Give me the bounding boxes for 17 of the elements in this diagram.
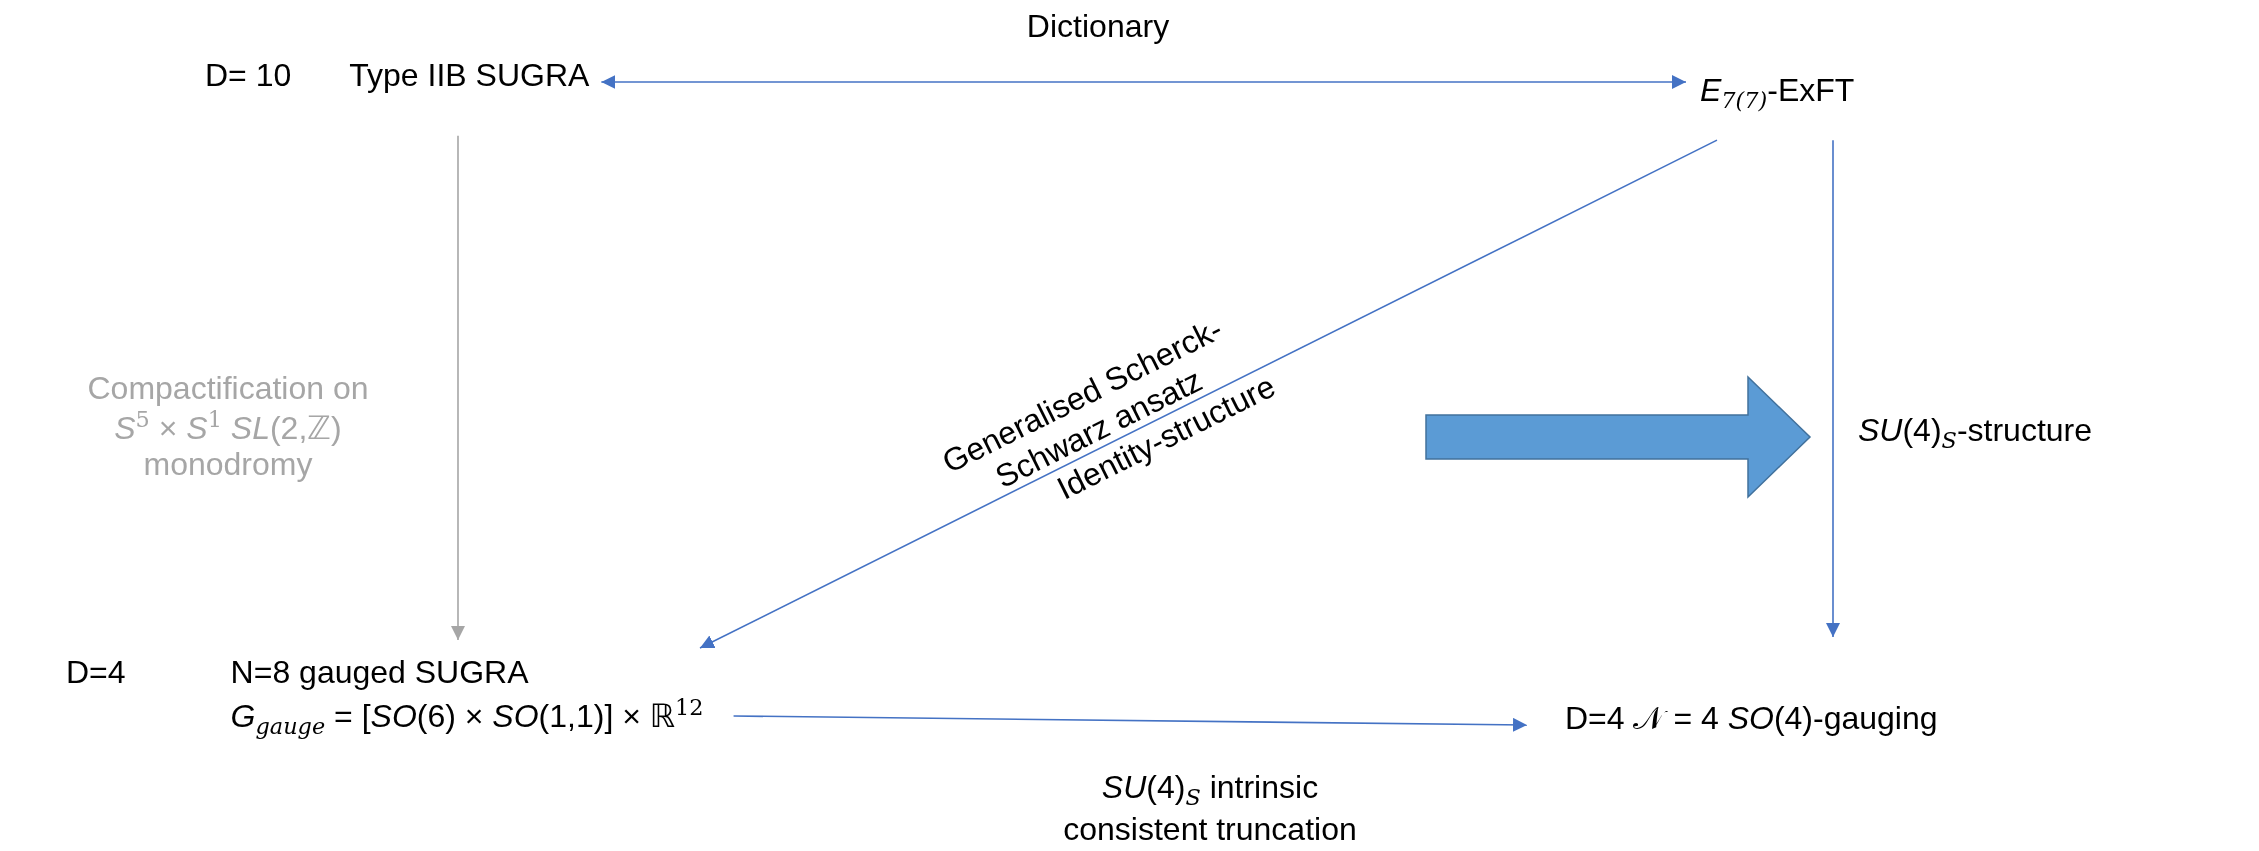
dimension-text: D=4 [66,654,126,691]
arrow [451,135,465,641]
gauge-group-formula: G$_{gauge}$ = [SO(6) × SO(1,1)] × ℝ$^{12}$ [230,694,704,740]
theory-title: E$_{7(7)}$-ExFT [1700,72,1855,115]
edge-label: Compactification on S$^{5}$ × S$^{1}$ SL(2,ℤ) monodromy [86,370,370,484]
edge-label: SU(4)$_{S}$ intrinsic consistent truncation [1062,768,1358,848]
edge-label: Dictionary [1025,7,1171,45]
arrow [600,75,1687,89]
arrow [1826,139,1840,638]
theory-title: N=8 gauged SUGRA [230,654,530,691]
dimension-text: D= 10 [205,57,292,94]
structure-text: SU(4)$_{S}$-structure [1858,412,2093,455]
theory-title: D=4 𝒩 = 4 SO(4)-gauging [1565,700,1938,737]
block-arrow [1425,375,1812,499]
arrow [699,139,1718,649]
arrow [732,715,1528,732]
theory-title: Type IIB SUGRA [349,57,590,94]
